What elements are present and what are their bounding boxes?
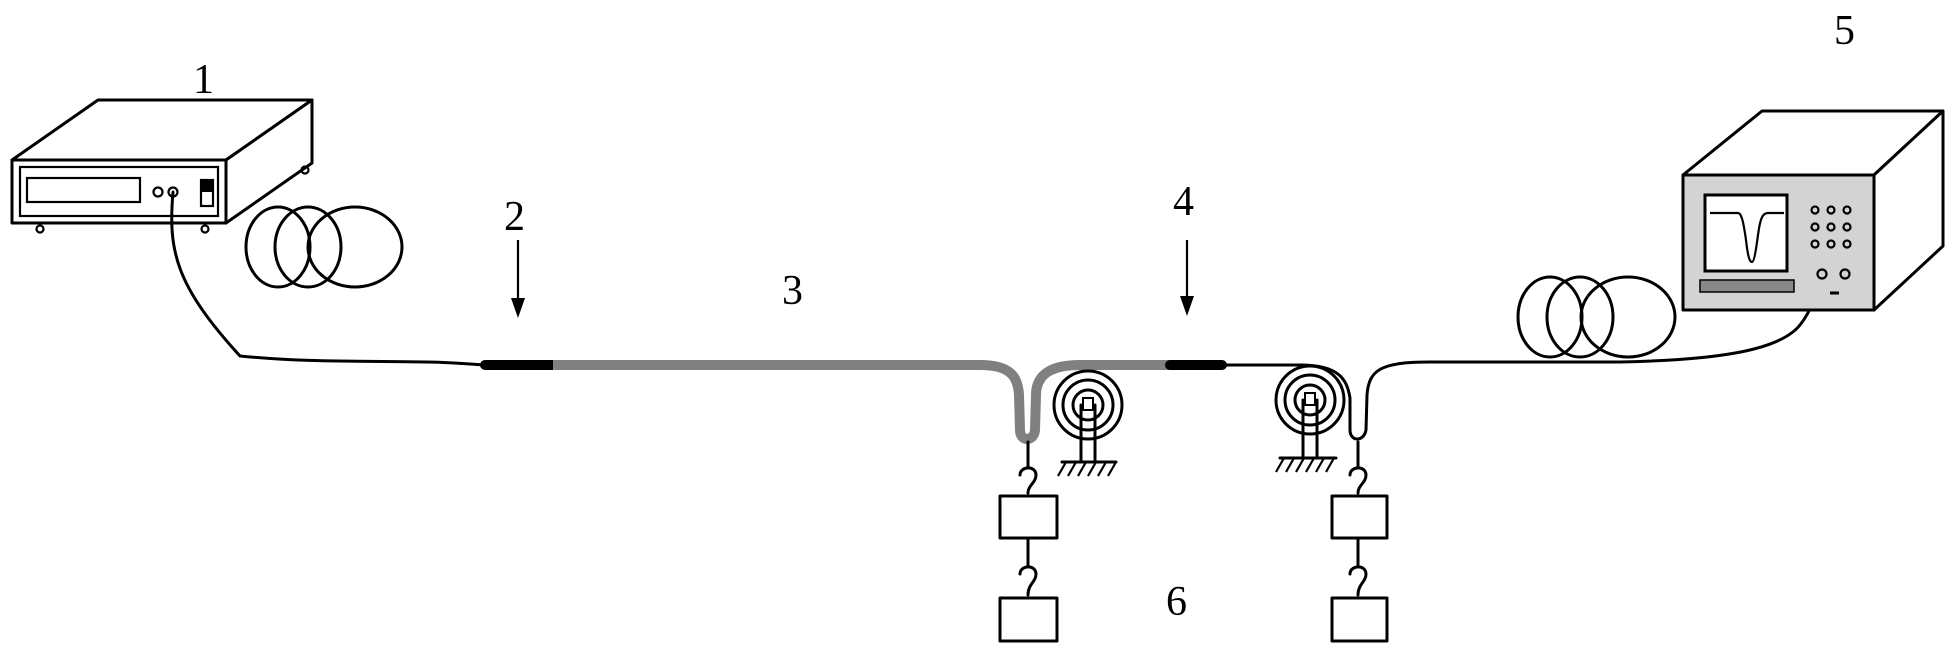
right-weight-stack — [1332, 442, 1387, 641]
spectrum-analyzer-device — [1683, 111, 1943, 310]
label-fiber-section: 3 — [782, 268, 803, 314]
output-fiber — [1222, 362, 1620, 439]
left-weight-stack — [1000, 442, 1057, 641]
right-fiber-spool — [1518, 277, 1675, 357]
label-weights: 6 — [1166, 579, 1187, 625]
label-grating-left: 2 — [504, 194, 525, 240]
label-grating-right: 4 — [1173, 179, 1194, 225]
left-pulley — [1054, 371, 1122, 476]
label-spectrum-analyzer: 5 — [1834, 8, 1855, 54]
arrow-grating-right — [1180, 240, 1194, 316]
laser-source-device — [12, 100, 312, 233]
right-pulley — [1276, 366, 1344, 472]
left-fiber-spool — [246, 207, 402, 287]
label-laser-source: 1 — [193, 57, 214, 103]
arrow-grating-left — [511, 240, 525, 318]
